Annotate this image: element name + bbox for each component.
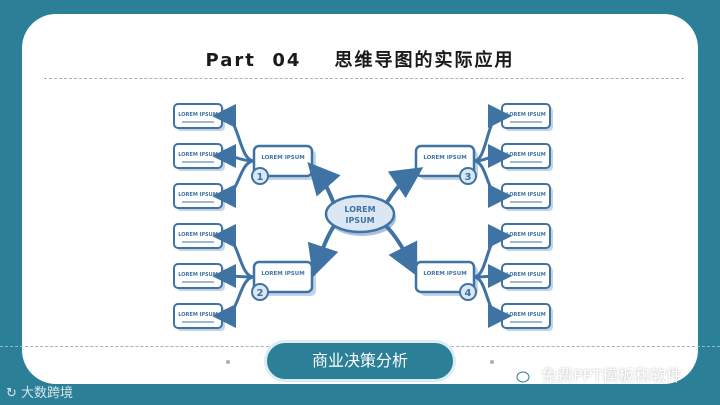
slide-title: Part 04 思维导图的实际应用 [205,50,515,71]
leaf-left-6-label: LOREM IPSUM [178,312,217,318]
wechat-icon [510,367,530,387]
leaf-right-1-label: LOREM IPSUM [506,112,545,118]
branch-4-label: LOREM IPSUM [423,271,466,277]
footer-dot-right [490,360,494,364]
branch-3-badge [459,167,477,185]
arrow-center-3 [384,167,424,206]
ppt-watermark-text: 免费PPT模板和软件 [541,366,683,385]
branch-3-label: LOREM IPSUM [423,155,466,161]
title-divider [44,78,684,79]
branch-4-number: 4 [465,288,472,299]
bigdata-logo-icon: ↻ [6,386,17,401]
bigdata-logo-text: 大数跨境 [21,386,74,401]
branch-1-label: LOREM IPSUM [261,155,304,161]
arrow-center-4 [384,224,418,277]
bigdata-logo: ↻ 大数跨境 [6,382,73,401]
leaf-right-3-label: LOREM IPSUM [506,192,545,198]
arrow-branch-2-1 [212,224,255,279]
subject-button[interactable]: 商业决策分析 [264,340,456,382]
center-label-1: LOREM [344,205,375,214]
branch-1-number: 1 [257,172,264,183]
leaf-right-2-label: LOREM IPSUM [506,152,545,158]
leaf-right-5-label: LOREM IPSUM [506,272,545,278]
branch-1-badge [251,167,269,185]
arrow-branch-2-3 [212,275,255,328]
arrow-branch-1-3 [212,159,255,208]
center-node [324,194,396,234]
arrow-center-2 [307,224,339,278]
arrow-branch-3-3 [473,159,512,208]
leaf-left-5-label: LOREM IPSUM [178,272,217,278]
ppt-watermark: 免费PPT模板和软件 [510,362,682,387]
leaf-left-4-label: LOREM IPSUM [178,232,217,238]
leaf-right-6-label: LOREM IPSUM [506,312,545,318]
leaf-left-2-label: LOREM IPSUM [178,152,217,158]
footer-dot-left [226,360,230,364]
branch-3-number: 3 [465,172,472,183]
arrow-branch-4-3 [473,275,512,328]
leaf-right-4-label: LOREM IPSUM [506,232,545,238]
branch-2-label: LOREM IPSUM [261,271,304,277]
branch-2-number: 2 [257,288,264,299]
arrow-branch-1-1 [212,104,255,163]
leaf-left-1-label: LOREM IPSUM [178,112,217,118]
leaf-left-3-label: LOREM IPSUM [178,192,217,198]
center-label-2: IPSUM [345,216,374,225]
branch-4-badge [459,283,477,301]
branch-2-badge [251,283,269,301]
arrow-center-1 [307,162,341,205]
